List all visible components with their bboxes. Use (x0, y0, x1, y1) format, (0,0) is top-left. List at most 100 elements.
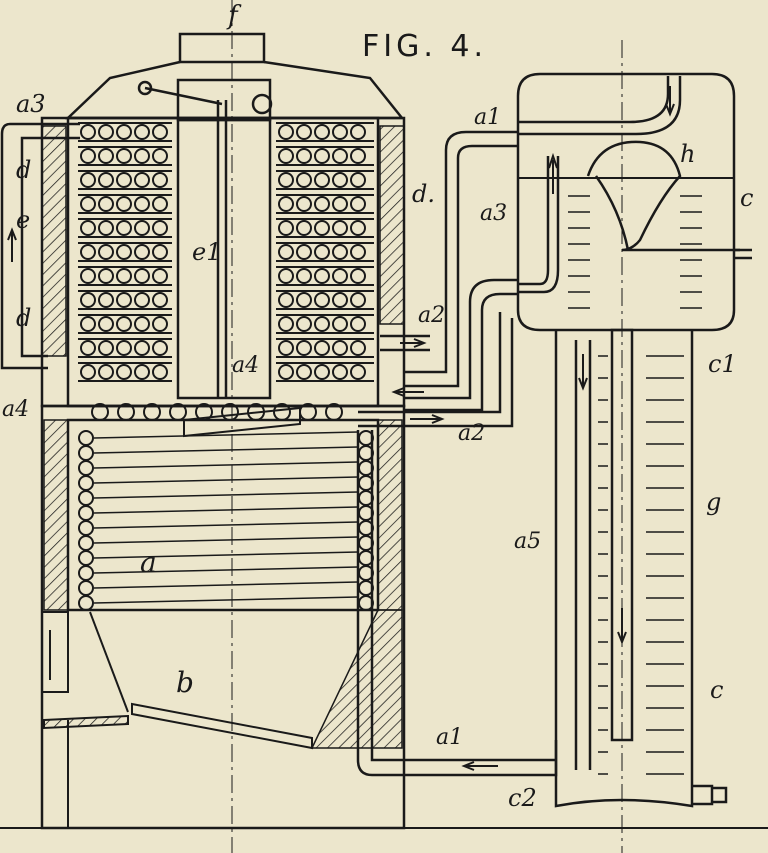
manifold-tube (91, 403, 109, 421)
label-a3-right: a3 (480, 201, 507, 226)
coil-tube (314, 124, 330, 140)
coil-tube (296, 172, 312, 188)
label-e: e (16, 206, 30, 234)
coil-tube (80, 148, 96, 164)
side-outlet (734, 248, 752, 260)
coil-tube (314, 268, 330, 284)
insulation-left-lower (43, 419, 69, 611)
lower-coil-rod (93, 536, 359, 544)
coil-tube (134, 316, 150, 332)
manifold-tube (169, 403, 187, 421)
manifold-tube (273, 403, 291, 421)
coil-tube (296, 292, 312, 308)
arrow-right-low (410, 414, 445, 424)
coil-tube (152, 292, 168, 308)
coil-tube (350, 148, 366, 164)
coil-tube (152, 220, 168, 236)
coil-tube (116, 244, 132, 260)
coil-tube (296, 148, 312, 164)
coil-row-left (78, 362, 172, 382)
coil-tube (116, 220, 132, 236)
lower-coil-rod (93, 461, 359, 469)
coil-tube (134, 268, 150, 284)
label-a1-top: a1 (474, 105, 501, 130)
label-a4-mid: a4 (232, 353, 259, 378)
coil-tube (332, 172, 348, 188)
coil-tube (296, 316, 312, 332)
funnel-h (586, 140, 740, 252)
coil-tube (134, 196, 150, 212)
coil-tube (332, 292, 348, 308)
pipe-d2 (380, 334, 430, 352)
coil-tube (296, 364, 312, 380)
coil-tube (116, 364, 132, 380)
arrow-down-g (617, 608, 627, 645)
label-g: g (706, 488, 721, 516)
coil-tube (134, 244, 150, 260)
coil-tube (350, 292, 366, 308)
coil-tube (314, 220, 330, 236)
coil-tube (314, 172, 330, 188)
coil-tube (278, 364, 294, 380)
coil-tube (332, 124, 348, 140)
coil-tube (278, 292, 294, 308)
coil-tube (314, 292, 330, 308)
heating-coils (78, 122, 374, 438)
lower-coil-left (78, 565, 94, 581)
pipe-a3-inner (518, 156, 560, 294)
top-inlet-pipe (518, 76, 682, 136)
coil-row-right (276, 362, 374, 382)
lower-coil-left (78, 460, 94, 476)
coil-tube (80, 220, 96, 236)
coil-tube (278, 172, 294, 188)
label-d-1: d (16, 156, 31, 184)
coil-tube (332, 268, 348, 284)
grate-main (131, 702, 313, 750)
coil-row-right (276, 170, 374, 190)
coil-tube (134, 172, 150, 188)
coil-tube (278, 148, 294, 164)
coil-tube (152, 268, 168, 284)
lower-coil-rod (93, 491, 359, 499)
coil-tube (98, 244, 114, 260)
coil-tube (98, 292, 114, 308)
coil-row-left (78, 146, 172, 166)
pipe-a2-lower (358, 312, 514, 428)
coil-tube (134, 292, 150, 308)
coil-tube (278, 220, 294, 236)
lower-coil-left (78, 595, 94, 611)
roof-valve (251, 93, 273, 115)
lower-coil-left (78, 445, 94, 461)
arrow-down-top (665, 86, 675, 117)
coil-tube (278, 316, 294, 332)
coil-tube (314, 196, 330, 212)
label-c-low: c (710, 676, 723, 704)
coil-row-left (78, 170, 172, 190)
coil-tube (296, 124, 312, 140)
pipe-a3-upper (404, 278, 518, 412)
label-b: b (176, 666, 194, 699)
bottom-pipe (356, 430, 558, 777)
insulation-right-lower (377, 419, 403, 611)
up-arrow-left (7, 227, 17, 262)
coil-tube (152, 172, 168, 188)
coil-tube (278, 340, 294, 356)
drain-valve (692, 784, 728, 806)
label-c: c (740, 184, 753, 212)
grate-support (89, 611, 129, 713)
coil-tube (80, 244, 96, 260)
lower-coil-left (78, 520, 94, 536)
label-f: f (226, 1, 242, 31)
coil-tube (80, 340, 96, 356)
label-c2: c2 (508, 784, 537, 812)
coil-tube (296, 244, 312, 260)
coil-tube (350, 172, 366, 188)
coil-tube (296, 268, 312, 284)
coil-tube (98, 316, 114, 332)
coil-tube (116, 148, 132, 164)
lower-coil-left (78, 430, 94, 446)
lever-pivot (137, 80, 153, 96)
coil-tube (296, 196, 312, 212)
coil-row-right (276, 314, 374, 334)
